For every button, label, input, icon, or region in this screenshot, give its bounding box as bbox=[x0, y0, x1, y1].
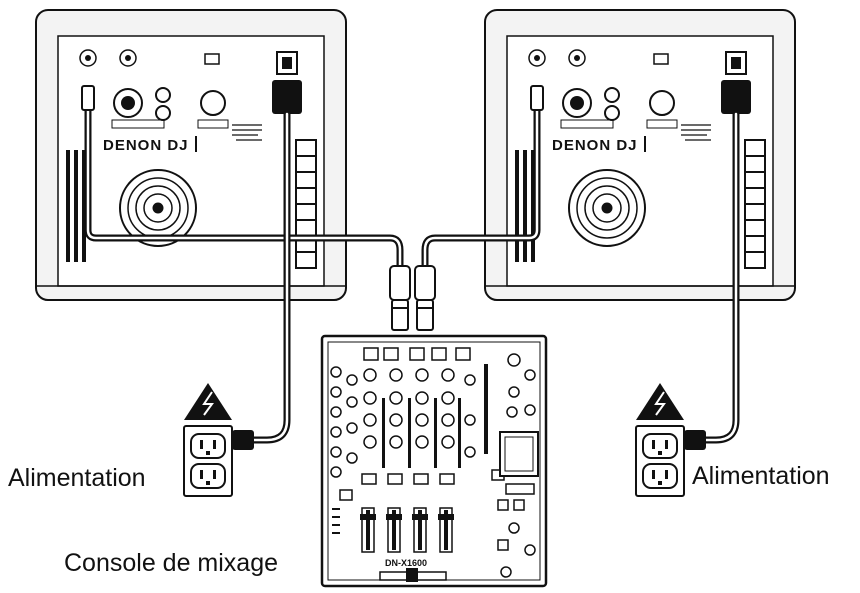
speaker-right-power-inlet bbox=[721, 80, 751, 114]
warning-triangle-icon bbox=[636, 383, 684, 420]
speaker-left-output-xlr bbox=[200, 90, 226, 116]
mixer-display bbox=[499, 431, 539, 477]
mixer-faders bbox=[360, 507, 454, 553]
speaker-left-knob-2 bbox=[119, 49, 137, 67]
power-cable-left bbox=[242, 110, 291, 444]
power-label-left: Alimentation bbox=[8, 464, 146, 492]
speaker-right-input-rca bbox=[604, 87, 620, 103]
mixer-label: Console de mixage bbox=[64, 549, 279, 577]
speaker-right-knob-1 bbox=[528, 49, 546, 67]
warning-triangle-icon bbox=[184, 383, 232, 420]
mixer-model: DN-X1600 bbox=[385, 558, 427, 568]
audio-cable-right bbox=[421, 106, 541, 272]
speaker-right-knob-2 bbox=[568, 49, 586, 67]
speaker-right-input-combo bbox=[562, 88, 592, 118]
speaker-right-panel bbox=[506, 35, 774, 287]
speaker-right-brand: DENON DJ bbox=[552, 137, 638, 154]
speaker-left-grille bbox=[119, 169, 197, 247]
speaker-left-brand: DENON DJ bbox=[103, 137, 189, 154]
audio-cable-left bbox=[84, 106, 404, 272]
speaker-left-power-inlet bbox=[272, 80, 302, 114]
power-outlet-left bbox=[183, 383, 233, 497]
speaker-right-output-xlr bbox=[649, 90, 675, 116]
mixer-knobs bbox=[330, 353, 536, 578]
power-cable-right bbox=[696, 110, 740, 444]
speaker-left-panel bbox=[57, 35, 325, 287]
power-outlet-right bbox=[635, 383, 685, 497]
mixer: DN-X1600 bbox=[320, 334, 548, 588]
speaker-left-knob-1 bbox=[79, 49, 97, 67]
xlr-connector-icon bbox=[389, 265, 436, 331]
speaker-right-grille bbox=[568, 169, 646, 247]
power-label-right: Alimentation bbox=[692, 462, 830, 490]
speaker-left-input-rca bbox=[155, 87, 171, 103]
speaker-left-input-combo bbox=[113, 88, 143, 118]
speaker-left: DENON DJ bbox=[35, 9, 347, 301]
speaker-right: DENON DJ bbox=[484, 9, 796, 301]
